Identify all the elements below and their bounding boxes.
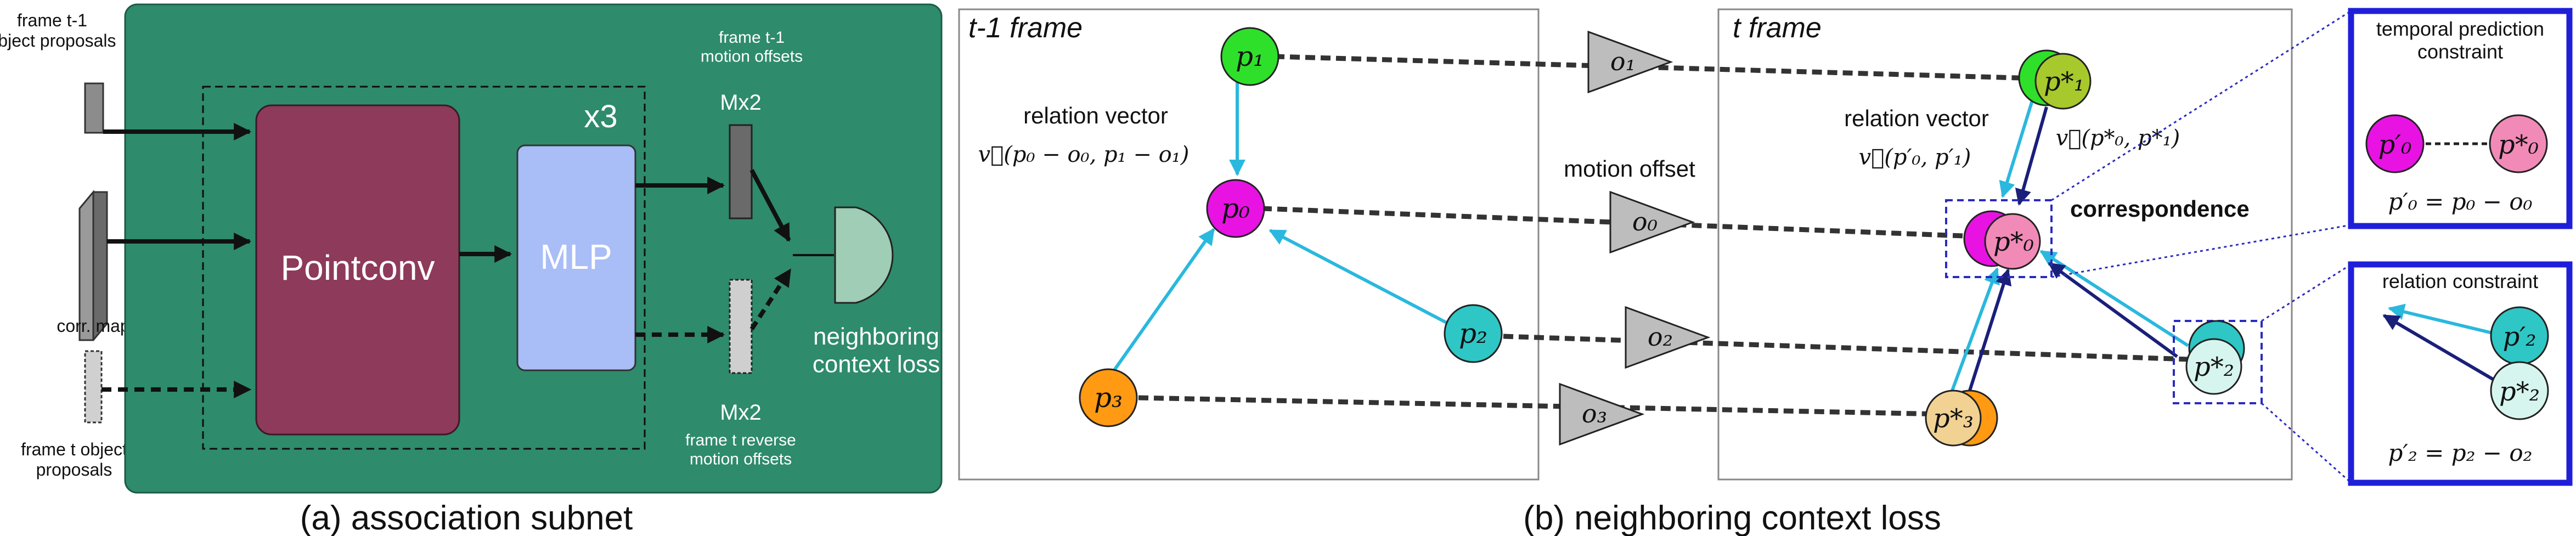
- o3-label: o₃: [1582, 399, 1607, 428]
- mlp-label: MLP: [540, 237, 612, 277]
- o2-label: o₂: [1648, 322, 1673, 352]
- caption-a: (a) association subnet: [300, 499, 633, 536]
- relation-vector-left-formula: v⃗(p₀ − o₀, p₁ − o₁): [978, 142, 1190, 167]
- temporal-constraint-box: [2348, 8, 2573, 229]
- pointconv-label: Pointconv: [280, 248, 435, 287]
- temporal-equation: p′₀ = p₀ − o₀: [2388, 188, 2533, 215]
- neighboring-context-panel: t-1 frame t frame o₁ o₀ o₂ o₃ p₁ p₀ p₂ p…: [958, 8, 2573, 486]
- mlp-block: [516, 144, 636, 371]
- offset-o1-triangle: [1587, 30, 1673, 94]
- p0-label: p₀: [1221, 193, 1250, 224]
- p1-label: p₁: [1236, 41, 1264, 72]
- temporal-p0-star: [2489, 114, 2548, 173]
- correspondence-box: [1945, 199, 2053, 278]
- temporal-left-label: p′₀: [2378, 129, 2412, 160]
- out-bot-size: Mx2: [720, 400, 762, 425]
- correspondence-label: correspondence: [2070, 196, 2250, 222]
- p2-label: p₂: [1459, 318, 1487, 349]
- relation-constraint-title: relation constraint: [2382, 270, 2538, 292]
- pointconv-block: [255, 104, 460, 436]
- node-p3: [1079, 368, 1138, 427]
- relation-equation: p′₂ = p₂ − o₂: [2388, 439, 2533, 466]
- p2s-label: p*₂: [2194, 352, 2234, 382]
- input-bot-bar: [84, 350, 103, 424]
- node-p1: [1220, 27, 1279, 86]
- p3s-label: p*₃: [1933, 403, 1974, 434]
- offset-o3-triangle: [1559, 382, 1645, 446]
- node-p3-star: [1925, 390, 1982, 447]
- corr-map-label: corr. map: [57, 316, 129, 336]
- node-p1-star: [2034, 53, 2092, 110]
- offset-o2-triangle: [1625, 306, 1711, 369]
- t-frame-title: t frame: [1733, 12, 1822, 44]
- temporal-p0-prime: [2365, 114, 2425, 173]
- node-p2: [1444, 304, 1503, 363]
- relation-vector-left-label: relation vector: [1023, 103, 1168, 128]
- relation-bot-label: p*₂: [2499, 376, 2540, 407]
- t-1-frame-title: t-1 frame: [968, 12, 1083, 44]
- relation-p2-star: [2490, 361, 2549, 420]
- input-top-bar: [84, 82, 104, 134]
- relation-top-label: p′₂: [2503, 321, 2536, 352]
- repeat-label: x3: [584, 99, 617, 134]
- node-p0-star: [1984, 213, 2041, 270]
- out-bot-bar: [729, 279, 753, 374]
- p1s-label: p*₁: [2044, 66, 2084, 97]
- temporal-right-label: p*₀: [2498, 129, 2539, 160]
- offset-o0-triangle: [1609, 190, 1695, 254]
- relation-vector-star-formula: v⃗(p*₀, p*₁): [2056, 126, 2180, 151]
- relation-vector-right-formula: v⃗(p′₀, p′₁): [1859, 145, 1971, 170]
- caption-b: (b) neighboring context loss: [1523, 499, 1941, 536]
- out-top-size: Mx2: [720, 91, 762, 115]
- p0s-label: p*₀: [1993, 227, 2034, 257]
- node-p2-star: [2185, 338, 2242, 395]
- loss-icon: [834, 206, 894, 304]
- o0-label: o₀: [1632, 207, 1658, 236]
- out-top-bar: [729, 124, 753, 219]
- o1-label: o₁: [1610, 47, 1636, 76]
- node-p0: [1206, 179, 1265, 238]
- motion-offset-label: motion offset: [1564, 156, 1695, 182]
- p3-label: p₃: [1094, 382, 1123, 414]
- relation-vector-right-label: relation vector: [1844, 105, 1989, 131]
- repeat-block: [202, 86, 646, 450]
